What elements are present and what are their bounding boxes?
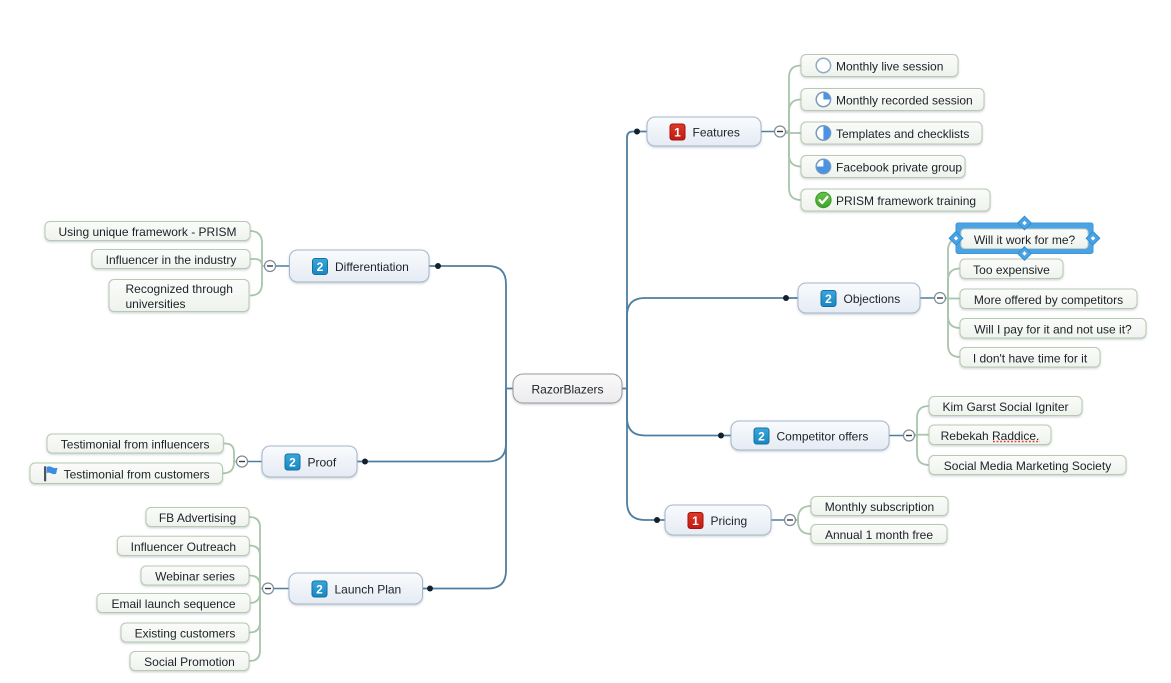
svg-text:Social Promotion: Social Promotion: [144, 655, 235, 669]
svg-text:Testimonial from customers: Testimonial from customers: [64, 467, 210, 481]
svg-text:Features: Features: [693, 126, 740, 140]
svg-text:1: 1: [674, 126, 681, 140]
svg-text:Differentiation: Differentiation: [335, 260, 409, 274]
svg-text:Competitor offers: Competitor offers: [777, 430, 869, 444]
svg-text:Pricing: Pricing: [711, 514, 748, 528]
svg-text:Will I pay for it and not use: Will I pay for it and not use it?: [974, 322, 1132, 336]
svg-text:PRISM framework training: PRISM framework training: [836, 194, 976, 208]
svg-text:Webinar series: Webinar series: [155, 570, 235, 584]
svg-text:Existing customers: Existing customers: [135, 627, 236, 641]
svg-text:2: 2: [317, 260, 324, 274]
svg-text:I don't have time for it: I don't have time for it: [973, 351, 1088, 365]
svg-text:2: 2: [758, 430, 765, 444]
svg-text:Influencer in the industry: Influencer in the industry: [106, 253, 237, 267]
svg-text:RazorBlazers: RazorBlazers: [531, 383, 603, 397]
svg-text:Objections: Objections: [844, 292, 901, 306]
svg-text:Testimonial from influencers: Testimonial from influencers: [61, 438, 210, 452]
svg-text:Social Media Marketing Society: Social Media Marketing Society: [944, 459, 1111, 473]
svg-text:Rebekah Raddice.: Rebekah Raddice.: [941, 429, 1040, 443]
svg-text:Kim Garst Social Igniter: Kim Garst Social Igniter: [942, 400, 1068, 414]
svg-text:Proof: Proof: [308, 456, 337, 470]
svg-text:Recognized through: Recognized through: [126, 282, 233, 296]
svg-text:Monthly live session: Monthly live session: [836, 60, 943, 74]
svg-text:Too expensive: Too expensive: [973, 263, 1050, 277]
svg-text:Launch Plan: Launch Plan: [335, 583, 402, 597]
svg-text:universities: universities: [126, 297, 186, 311]
svg-text:More offered by competitors: More offered by competitors: [974, 293, 1123, 307]
svg-text:2: 2: [289, 456, 296, 470]
svg-text:Monthly subscription: Monthly subscription: [825, 500, 934, 514]
svg-text:2: 2: [825, 292, 832, 306]
svg-text:1: 1: [692, 514, 699, 528]
svg-text:Email launch sequence: Email launch sequence: [111, 597, 235, 611]
svg-text:Annual 1 month free: Annual 1 month free: [825, 528, 933, 542]
svg-text:Monthly recorded session: Monthly recorded session: [836, 94, 973, 108]
svg-text:Will it work for me?: Will it work for me?: [974, 233, 1076, 247]
svg-text:FB Advertising: FB Advertising: [159, 511, 236, 525]
svg-text:Templates and checklists: Templates and checklists: [836, 127, 969, 141]
svg-text:Facebook private group: Facebook private group: [836, 161, 962, 175]
svg-text:2: 2: [316, 583, 323, 597]
svg-text:Influencer Outreach: Influencer Outreach: [131, 540, 236, 554]
svg-text:Using unique framework - PRISM: Using unique framework - PRISM: [58, 225, 236, 239]
